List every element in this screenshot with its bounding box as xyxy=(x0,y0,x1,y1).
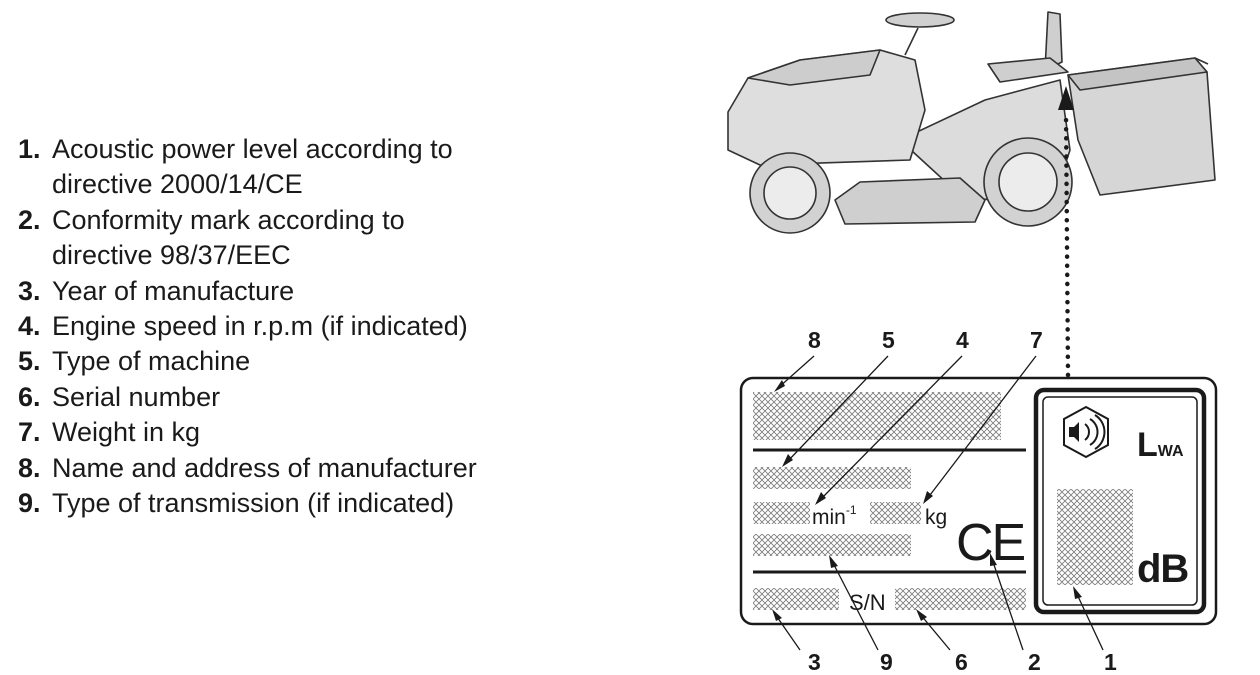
legend-item-text: Engine speed in r.p.m (if indicated) xyxy=(52,311,468,342)
field-year xyxy=(753,588,839,610)
weight-unit-label: kg xyxy=(925,506,947,529)
legend-item: 2. Conformity mark according to directive … xyxy=(18,203,578,274)
callout-number: 6 xyxy=(955,649,968,675)
rating-plate: min-1 kg S/N CE LWA dB xyxy=(739,376,1218,626)
legend-item-number: 3. xyxy=(18,275,41,306)
callout-number: 2 xyxy=(1028,649,1041,675)
callout-number: 5 xyxy=(882,327,895,353)
callout-number: 4 xyxy=(956,327,969,353)
field-weight xyxy=(870,502,921,524)
serial-number-label: S/N xyxy=(849,590,886,615)
rpm-unit-label: min-1 xyxy=(812,503,857,529)
legend-item-number: 7. xyxy=(18,417,41,448)
legend-item: 5. Type of machine xyxy=(18,344,578,379)
field-transmission xyxy=(753,534,911,556)
sound-power-icon xyxy=(1063,405,1109,459)
legend-item-number: 8. xyxy=(18,452,41,483)
field-acoustic-value xyxy=(1057,489,1133,585)
field-machine-type xyxy=(753,467,911,489)
legend-item-number: 9. xyxy=(18,488,41,519)
legend-item: 9. Type of transmission (if indicated) xyxy=(18,486,578,521)
leader-lines xyxy=(772,355,1104,651)
legend-item-text: Name and address of manufacturer xyxy=(52,452,477,483)
legend-item: 8. Name and address of manufacturer xyxy=(18,451,578,486)
callout-number: 1 xyxy=(1104,649,1117,675)
legend-item-text: Serial number xyxy=(52,381,221,412)
callout-number: 7 xyxy=(1030,327,1043,353)
legend-item-text: Type of machine xyxy=(52,346,251,377)
callout-number: 9 xyxy=(880,649,893,675)
legend-item-text: Conformity mark according to xyxy=(52,204,405,235)
lwa-label: LWA xyxy=(1137,426,1184,464)
callout-number: 8 xyxy=(808,327,821,353)
legend-list: 1. Acoustic power level according to direc… xyxy=(18,132,578,521)
legend-item-text: directive 98/37/EEC xyxy=(52,240,291,271)
field-engine-speed xyxy=(753,502,810,524)
field-manufacturer xyxy=(753,392,1001,440)
legend-item-number: 4. xyxy=(18,311,41,342)
legend-item-text: Type of transmission (if indicated) xyxy=(52,488,455,519)
lawn-tractor-illustration xyxy=(727,11,1216,234)
legend-item: 3. Year of manufacture xyxy=(18,274,578,309)
legend-item-text: Weight in kg xyxy=(52,417,201,448)
legend-item-number: 2. xyxy=(18,204,41,235)
legend-item-text: directive 2000/14/CE xyxy=(52,169,303,200)
callout-numbers: 8 5 4 7 3 9 6 2 1 xyxy=(808,327,1117,675)
db-unit-label: dB xyxy=(1137,547,1188,591)
legend-item-text: Acoustic power level according to xyxy=(52,134,453,164)
callout-number: 3 xyxy=(808,649,821,675)
legend-item: 1. Acoustic power level according to direc… xyxy=(18,132,578,203)
legend-item-number: 5. xyxy=(18,346,41,377)
legend-item: 4. Engine speed in r.p.m (if indicated) xyxy=(18,309,578,344)
legend-item-number: 6. xyxy=(18,381,41,412)
legend-item: 7. Weight in kg xyxy=(18,415,578,450)
legend-item-text: Year of manufacture xyxy=(52,275,295,306)
legend-item-number: 1. xyxy=(18,134,41,164)
field-serial-number xyxy=(895,588,1026,610)
location-pointer-arrow xyxy=(1058,86,1074,378)
legend-item: 6. Serial number xyxy=(18,380,578,415)
